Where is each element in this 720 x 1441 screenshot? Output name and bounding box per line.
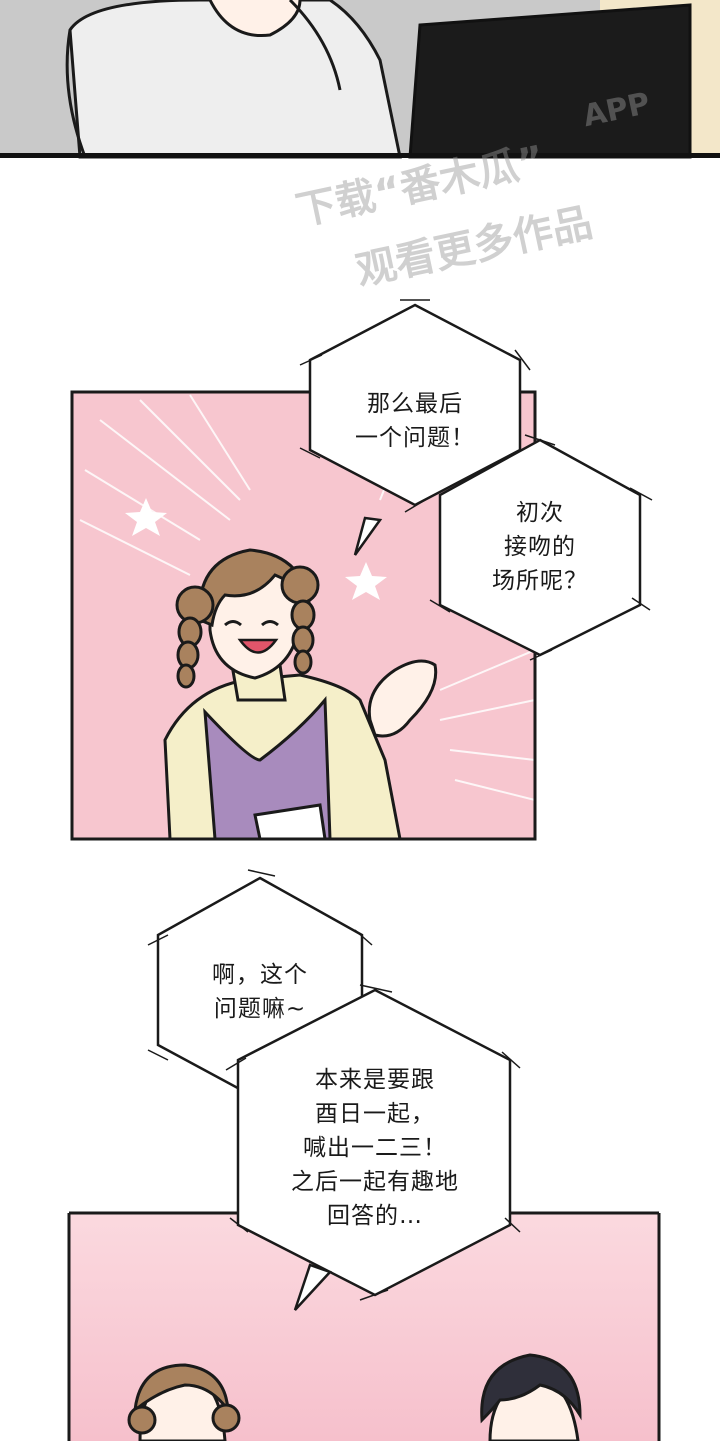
speech-bubble-first-kiss: 初次 接吻的 场所呢？ bbox=[460, 496, 620, 598]
bubble-line: 之后一起有趣地 bbox=[291, 1169, 459, 1195]
bubble-line: 喊出一二三！ bbox=[303, 1135, 447, 1161]
bubble-line: 问题嘛~ bbox=[213, 996, 307, 1022]
bubble-line: 初次 bbox=[516, 500, 564, 526]
bubble-line: 接吻的 bbox=[504, 534, 576, 560]
speech-bubble-last-question: 那么最后 一个问题！ bbox=[330, 387, 500, 455]
speech-bubble-answer: 本来是要跟 酉日一起， 喊出一二三！ 之后一起有趣地 回答的… bbox=[255, 1063, 495, 1233]
bubble-line: 啊，这个 bbox=[212, 962, 308, 988]
top-panel bbox=[0, 0, 720, 159]
bubble-line: 本来是要跟 bbox=[315, 1067, 435, 1093]
speech-bubble-ah-this-question: 啊，这个 问题嘛~ bbox=[175, 958, 345, 1026]
bubble-line: 回答的… bbox=[327, 1203, 423, 1229]
bubble-line: 酉日一起， bbox=[315, 1101, 435, 1127]
bubble-line: 一个问题！ bbox=[355, 425, 475, 451]
bubble-line: 场所呢？ bbox=[492, 568, 588, 594]
bubble-line: 那么最后 bbox=[367, 391, 463, 417]
